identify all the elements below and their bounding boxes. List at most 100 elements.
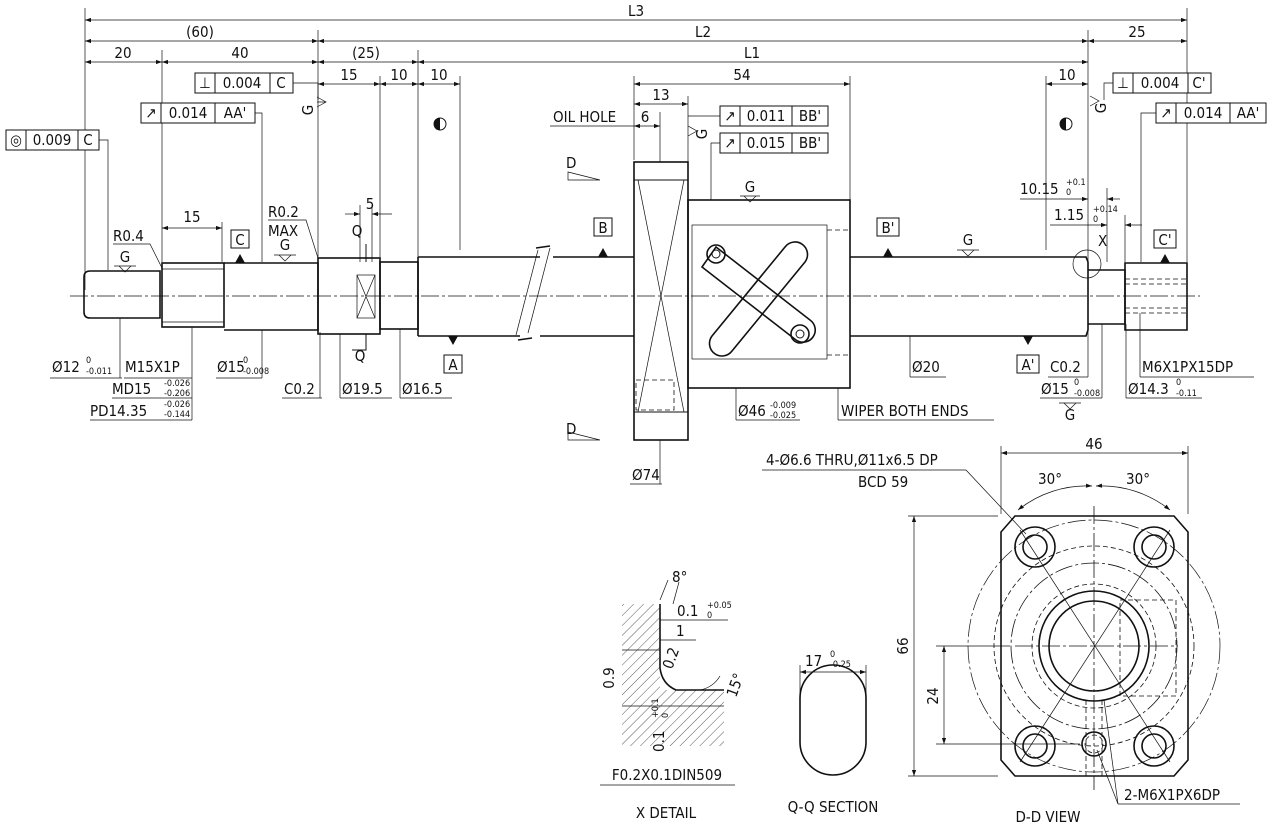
svg-text:-0.026: -0.026 — [164, 400, 190, 410]
svg-text:G: G — [1065, 406, 1075, 424]
return-tube — [700, 241, 816, 357]
svg-text:G: G — [745, 178, 755, 196]
datum-b-prime: B' — [882, 219, 895, 237]
svg-text:8°: 8° — [672, 568, 687, 586]
x-detail: 8° 0.1 +0.05 0 1 0.2 0.9 15° 0.1 +0.1 0 … — [600, 568, 748, 822]
svg-text:+0.05: +0.05 — [707, 601, 732, 611]
ball-nut — [633, 161, 851, 441]
svg-text:C: C — [83, 131, 92, 149]
dim-l2: L2 — [695, 23, 711, 41]
dd-width-46: 46 — [1085, 435, 1102, 453]
fcf-runout-right: ↗ 0.014 AA' — [1140, 102, 1267, 262]
svg-text:C': C' — [1192, 74, 1205, 92]
dim-10-b: 10 — [430, 66, 447, 84]
section-q-bottom: Q — [355, 347, 366, 365]
svg-text:0: 0 — [1066, 188, 1071, 198]
svg-text:R0.4: R0.4 — [113, 227, 144, 245]
svg-text:0: 0 — [1093, 215, 1098, 225]
dim-20: 20 — [114, 44, 131, 62]
svg-text:R0.2: R0.2 — [268, 203, 299, 221]
svg-text:AA': AA' — [224, 104, 247, 122]
dim-10-c: 10 — [1058, 66, 1075, 84]
svg-text:0: 0 — [661, 713, 671, 718]
svg-text:0.015: 0.015 — [747, 134, 786, 152]
svg-text:0.004: 0.004 — [1141, 74, 1180, 92]
datum-a-prime: A' — [1022, 356, 1035, 374]
svg-text:M15X1P: M15X1P — [125, 358, 180, 376]
svg-text:-0.206: -0.206 — [164, 389, 190, 399]
section-d-bottom: D — [566, 420, 576, 438]
svg-text:-0.009: -0.009 — [770, 401, 796, 411]
fcf-runout-left: ↗ 0.014 AA' — [140, 102, 263, 262]
svg-text:Ø20: Ø20 — [912, 358, 940, 376]
fcf-perp-left: ⊥ 0.004 C — [194, 72, 319, 100]
svg-text:1.15: 1.15 — [1054, 206, 1084, 224]
svg-text:30°: 30° — [1038, 470, 1062, 488]
svg-text:-0.008: -0.008 — [243, 367, 269, 377]
svg-text:BCD 59: BCD 59 — [858, 473, 908, 491]
section-q-top: Q — [352, 222, 363, 240]
svg-text:0.011: 0.011 — [747, 107, 786, 125]
svg-text:1: 1 — [676, 622, 685, 640]
svg-text:15: 15 — [183, 208, 200, 226]
svg-text:-0.11: -0.11 — [1176, 389, 1197, 399]
dd-offset-24: 24 — [924, 687, 942, 704]
svg-text:↗: ↗ — [1160, 104, 1171, 122]
svg-text:+0.1: +0.1 — [1066, 178, 1086, 188]
svg-text:BB': BB' — [799, 134, 821, 152]
dim-15-top: 15 — [340, 66, 357, 84]
svg-text:30°: 30° — [1126, 470, 1150, 488]
svg-text:⊥: ⊥ — [1117, 74, 1129, 92]
datum-b: B — [598, 219, 607, 237]
oil-hole-label: OIL HOLE — [553, 108, 616, 126]
dim-13: 13 — [652, 86, 669, 104]
detail-x-label: X — [1098, 232, 1107, 250]
svg-text:Ø19.5: Ø19.5 — [342, 380, 383, 398]
svg-text:Ø14.3: Ø14.3 — [1128, 380, 1169, 398]
svg-text:MD15: MD15 — [112, 380, 151, 398]
svg-text:Ø15: Ø15 — [1041, 380, 1069, 398]
svg-text:WIPER BOTH ENDS: WIPER BOTH ENDS — [841, 402, 969, 420]
svg-text:-0.026: -0.026 — [164, 379, 190, 389]
datum-c: C — [235, 231, 244, 249]
svg-text:0: 0 — [86, 356, 91, 366]
svg-text:Ø12: Ø12 — [52, 358, 80, 376]
svg-text:0: 0 — [1074, 378, 1079, 388]
svg-text:G: G — [963, 231, 973, 249]
fcf-perp-right: ⊥ 0.004 C' — [1103, 72, 1212, 100]
dd-view-title: D-D VIEW — [1015, 808, 1080, 826]
svg-text:0.2: 0.2 — [659, 645, 683, 671]
svg-text:F0.2X0.1DIN509: F0.2X0.1DIN509 — [612, 766, 722, 784]
svg-text:M6X1PX15DP: M6X1PX15DP — [1142, 358, 1233, 376]
svg-text:G: G — [280, 236, 290, 254]
svg-text:↗: ↗ — [145, 104, 156, 122]
svg-text:Ø16.5: Ø16.5 — [402, 380, 443, 398]
svg-text:AA': AA' — [1237, 104, 1260, 122]
svg-text:G: G — [1092, 103, 1110, 113]
dim-25-paren: (25) — [352, 44, 380, 62]
svg-text:Ø15: Ø15 — [217, 358, 245, 376]
svg-text:0.004: 0.004 — [223, 74, 262, 92]
svg-text:C0.2: C0.2 — [284, 380, 315, 398]
svg-text:G: G — [693, 129, 711, 139]
dim-l3: L3 — [628, 2, 644, 20]
svg-text:5: 5 — [366, 195, 375, 213]
top-dimensions: L3 (60) L2 25 20 40 (25) L1 15 10 10 54 … — [84, 2, 1188, 290]
svg-text:0: 0 — [1176, 378, 1181, 388]
dd-height-66: 66 — [894, 637, 912, 654]
svg-text:C0.2: C0.2 — [1050, 358, 1081, 376]
svg-text:+0.14: +0.14 — [1093, 205, 1118, 215]
fcf-concentricity-left: ◎ 0.009 C — [5, 129, 109, 270]
svg-text:2-M6X1PX6DP: 2-M6X1PX6DP — [1124, 786, 1220, 804]
x-detail-title: X DETAIL — [636, 804, 697, 822]
screw-shaft — [70, 245, 1200, 341]
qq-section: 17 0 -0.25 Q-Q SECTION — [788, 650, 879, 816]
datum-markers: C B A B' A' C' — [230, 217, 1177, 374]
svg-text:MAX: MAX — [268, 222, 298, 240]
svg-text:17: 17 — [805, 652, 822, 670]
dim-10-a: 10 — [390, 66, 407, 84]
svg-text:0.014: 0.014 — [169, 104, 208, 122]
dd-view: 46 66 24 30° 30° 4-Ø6.6 THRU,Ø11x6.5 DP … — [762, 435, 1240, 826]
svg-text:-0.144: -0.144 — [164, 410, 190, 420]
svg-text:↗: ↗ — [724, 107, 735, 125]
